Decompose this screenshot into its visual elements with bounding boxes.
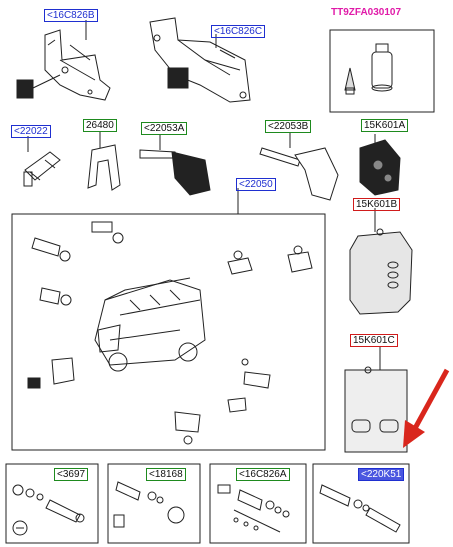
cylinders-drawing — [27, 221, 313, 445]
key-22053B-drawing — [259, 147, 339, 201]
grease-tube-drawing — [344, 43, 393, 95]
label-18168: <18168 — [146, 468, 186, 481]
remote-fob-15K601B-drawing — [349, 228, 413, 315]
kit-220K51-drawing — [319, 484, 401, 533]
kit-16C826A-drawing — [217, 484, 290, 533]
lock-cylinder-16C826C-drawing — [149, 17, 251, 103]
kit-3697-drawing — [12, 484, 85, 536]
label-22053B: <22053B — [265, 120, 312, 133]
label-22050: <22050 — [236, 178, 276, 191]
label-15K601B: 15K601B — [353, 198, 401, 211]
label-3697: <3697 — [54, 468, 89, 481]
label-22022: <22022 — [11, 125, 51, 138]
label-22053A: <22053A — [141, 122, 188, 135]
key-22053A-drawing — [139, 149, 211, 196]
label-16C826B: <16C826B — [44, 9, 98, 22]
red-arrow-icon — [403, 368, 450, 448]
label-kit-ref: TT9ZFA030107 — [331, 7, 402, 18]
key-blank-22022-drawing — [23, 151, 61, 187]
label-16C826A: <16C826A — [236, 468, 290, 481]
remote-fob-15K601A-drawing — [359, 139, 401, 196]
remote-module-15K601C-drawing — [344, 366, 408, 453]
label-15K601C: 15K601C — [350, 334, 398, 347]
lock-cylinder-16C826B-drawing — [16, 29, 111, 101]
kit-18168-drawing — [113, 481, 185, 528]
label-15K601A: 15K601A — [361, 119, 409, 132]
label-16C826C: <16C826C — [211, 25, 266, 38]
clip-26480-drawing — [87, 144, 121, 191]
label-26480: 26480 — [83, 119, 117, 132]
label-220K51: <220K51 — [358, 468, 405, 481]
van-drawing — [94, 277, 206, 372]
